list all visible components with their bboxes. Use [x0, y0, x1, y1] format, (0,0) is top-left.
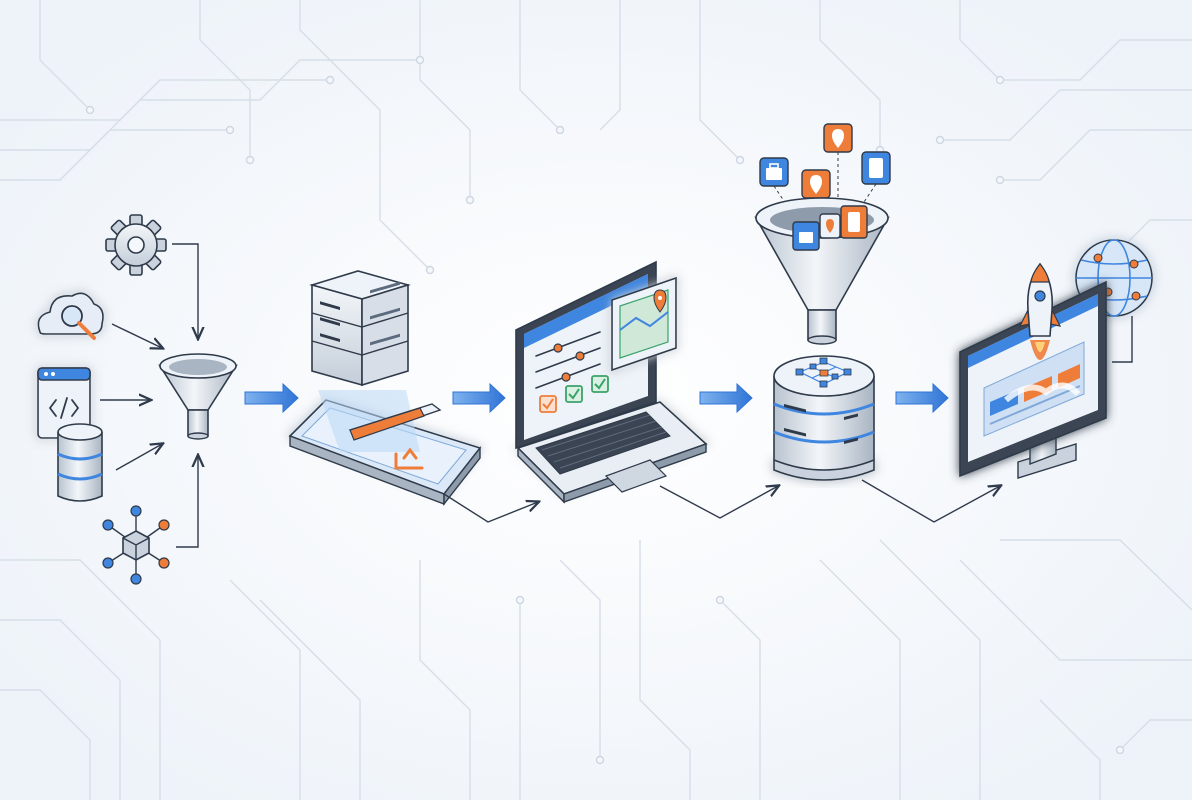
sources-stage [37, 214, 170, 585]
location-pin-icon [801, 169, 831, 199]
rocket-smoke [1004, 382, 1081, 403]
upload-icon [394, 447, 424, 470]
checkbox-icon [539, 375, 609, 413]
circuit-nodes [85, 55, 1125, 765]
slider-panel-icon [535, 331, 601, 389]
connector-line [1112, 316, 1133, 363]
progress-bar-icon [348, 403, 442, 441]
deployment-stage [959, 239, 1153, 479]
cube-network-icon [102, 505, 170, 585]
connector-line [659, 486, 778, 519]
map-card-icon [611, 276, 677, 372]
light-beam [318, 390, 420, 452]
server-stack-icon [773, 355, 875, 481]
location-pin-icon [823, 123, 853, 153]
server-rack-icon [309, 270, 411, 387]
briefcase-icon [759, 157, 789, 187]
rocket-icon [1018, 262, 1062, 360]
cloud-search-icon [37, 292, 104, 340]
gear-icon [105, 214, 167, 276]
connector-line [861, 479, 1000, 523]
connector-line [443, 493, 538, 523]
source-connectors [100, 243, 198, 548]
storage-stage [288, 270, 482, 507]
flow-arrow [244, 382, 299, 414]
phone-icon [861, 151, 891, 185]
flow-arrow [699, 382, 753, 414]
phone-icon [840, 205, 868, 239]
code-window-icon [37, 367, 91, 439]
flow-arrow [452, 382, 506, 414]
flow-arrow [895, 382, 949, 414]
briefcase-icon [792, 221, 820, 251]
location-pin-icon [819, 213, 841, 239]
ingest-funnel-icon [158, 353, 238, 440]
processing-stage [515, 260, 708, 504]
database-icon [57, 423, 103, 502]
aggregation-stage [754, 123, 891, 481]
